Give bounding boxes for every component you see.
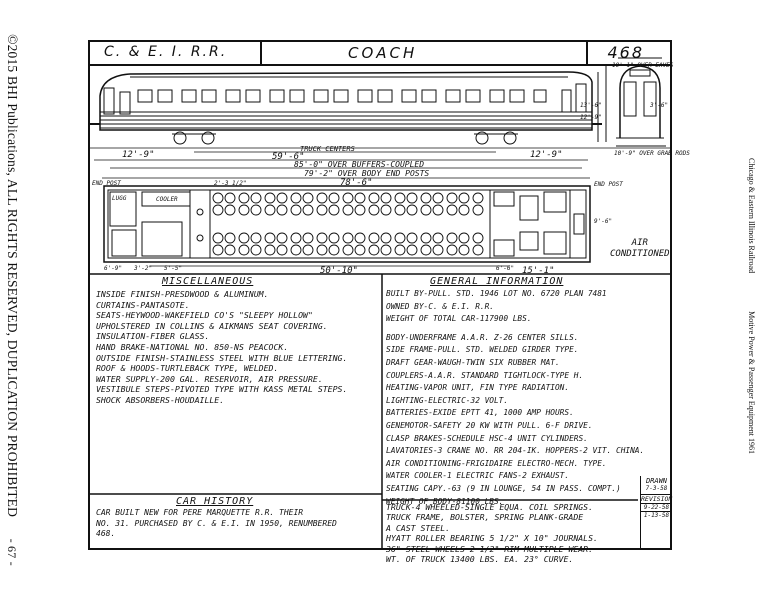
history-title: CAR HISTORY: [176, 496, 254, 507]
dim-over-buffers: 85'-0" OVER BUFFERS-COUPLED: [294, 160, 425, 169]
dim-left-3: 5'-5": [164, 265, 183, 272]
dim-height-3: 3'-6": [650, 102, 669, 109]
page-number: - 67 -: [5, 538, 19, 566]
copyright-text: ©2015 BHI Publications, ALL RIGHTS RESER…: [5, 34, 20, 518]
general-line: GENEMOTOR-SAFETY 20 KW WITH PULL. 6-F DR…: [386, 420, 593, 430]
side-elevation: [90, 71, 602, 145]
general-line: WEIGHT OF BODY-81100 LBS.: [386, 496, 504, 506]
misc-line: VESTIBULE STEPS-PIVOTED TYPE WITH KASS M…: [96, 384, 348, 395]
general-line: OWNED BY-C. & E.I. R.R.: [386, 301, 494, 311]
dim-left-1: 6'-9": [104, 265, 123, 272]
misc-list: INSIDE FINISH-PRESDWOOD & ALUMINUM. CURT…: [96, 289, 347, 406]
misc-line: ROOF & HOODS-TURTLEBACK TYPE, WELDED.: [96, 363, 279, 374]
drawn-date: 7-3-58: [645, 485, 668, 492]
dim-end-post-left: END POST: [92, 180, 121, 187]
air-conditioned-line-2: CONDITIONED: [610, 249, 670, 259]
truck-line: TRUCK FRAME, BOLSTER, SPRING PLANK-GRADE: [386, 512, 584, 523]
revision-label: REVISION: [641, 494, 673, 503]
dim-over-body: 79'-2" OVER BODY END POSTS: [304, 169, 430, 178]
car-number: 468: [607, 43, 644, 62]
dim-truck-centers: 59'-6": [272, 152, 305, 162]
general-line: BODY-UNDERFRAME A.A.R. Z-26 CENTER SILLS…: [386, 332, 579, 342]
misc-line: SEATS-HEYWOOD-WAKEFIELD CO'S "SLEEPY HOL…: [96, 310, 313, 321]
car-diagram-sheet: C. & E. I. R.R. COACH 468: [88, 40, 690, 564]
general-line: WEIGHT OF TOTAL CAR-117900 LBS.: [386, 314, 532, 324]
dim-height-1: 13'-6": [580, 102, 602, 109]
copyright-notice: ©2015 BHI Publications, ALL RIGHTS RESER…: [0, 20, 20, 580]
dim-over-grab-rods: 10'-9" OVER GRAB RODS: [614, 150, 690, 157]
misc-line: INSULATION-FIBER GLASS.: [96, 331, 210, 342]
label-luggage: LUGG: [112, 195, 127, 202]
general-line: LIGHTING-ELECTRIC-32 VOLT.: [386, 395, 509, 405]
general-line: BATTERIES-EXIDE EPTT 41, 1000 AMP HOURS.: [386, 408, 574, 418]
dim-width: 9'-6": [594, 218, 613, 225]
air-conditioned-note: AIR CONDITIONED: [610, 238, 670, 260]
general-line: LAVATORIES-3 CRANE NO. RR 204-IK. HOPPER…: [386, 446, 645, 456]
truck-list: TRUCK-4 WHEELED-SINGLE EQUA. COIL SPRING…: [386, 502, 598, 564]
truck-line: 36" STEEL WHEELS 2 1/2" RIM MULTIPLE WEA…: [386, 543, 594, 554]
dim-inside-length: 78'-6": [340, 178, 373, 188]
truck-line: HYATT ROLLER BEARING 5 1/2" X 10" JOURNA…: [386, 533, 598, 544]
history-list: CAR BUILT NEW FOR PERE MARQUETTE R.R. TH…: [96, 508, 337, 540]
book-title: Motive Power & Passenger Equipment 1961: [747, 311, 756, 454]
misc-line: INSIDE FINISH-PRESDWOOD & ALUMINUM.: [96, 289, 269, 299]
truck-line: A CAST STEEL.: [386, 522, 451, 533]
misc-line: OUTSIDE FINISH-STAINLESS STEEL WITH BLUE…: [96, 352, 348, 363]
history-line: 468.: [96, 529, 116, 539]
dim-end-post-right: END POST: [594, 181, 623, 188]
general-line: SEATING CAPY.-63 (9 IN LOUNGE, 54 IN PAS…: [386, 483, 621, 493]
railroad-name: C. & E. I. R.R.: [104, 44, 228, 60]
railroad-caption: Chicago & Eastern Illinois Railroad: [747, 158, 756, 274]
side-windows: [137, 89, 547, 103]
misc-title: MISCELLANEOUS: [162, 276, 254, 287]
dim-height-2: 12'-9": [580, 114, 602, 121]
general-line: WATER COOLER-1 ELECTRIC FANS-2 EXHAUST.: [386, 471, 570, 481]
misc-line: HAND BRAKE-NATIONAL NO. 850-NS PEACOCK.: [96, 341, 289, 352]
general-line: CLASP BRAKES-SCHEDULE HSC-4 UNIT CYLINDE…: [386, 433, 588, 443]
end-view: [597, 57, 666, 147]
dim-right: 15'-1": [522, 266, 555, 276]
text-block-frames: [90, 273, 670, 548]
dim-vestibule: 6'-6": [496, 265, 515, 272]
misc-line: SHOCK ABSORBERS-HOUDAILLE.: [96, 394, 225, 405]
history-line: CAR BUILT NEW FOR PERE MARQUETTE R.R. TH…: [96, 508, 304, 517]
car-drawing: [90, 57, 670, 548]
revision-2: 1-13-58: [641, 511, 672, 519]
label-cooler: COOLER: [156, 196, 178, 203]
general-line: AIR CONDITIONING-FRIGIDAIRE ELECTRO-MECH…: [386, 458, 607, 468]
title-block: C. & E. I. R.R. COACH 468: [90, 42, 670, 66]
car-type: COACH: [348, 44, 418, 62]
general-line: SIDE FRAME-PULL. STD. WELDED GIRDER TYPE…: [386, 345, 579, 355]
dimension-lines: [90, 147, 670, 267]
general-line: BUILT BY-PULL. STD. 1946 LOT NO. 6720 PL…: [386, 289, 607, 298]
misc-line: UPHOLSTERED IN COLLINS & AIKMANS SEAT CO…: [96, 320, 328, 331]
dim-over-eaves: 10'-1" OVER EAVES: [612, 62, 674, 69]
dim-end-left: 12'-9": [122, 150, 155, 160]
general-line: HEATING-VAPOR UNIT, FIN TYPE RADIATION.: [386, 383, 570, 393]
book-caption: Chicago & Eastern Illinois Railroad Moti…: [744, 26, 756, 586]
truck-line: WT. OF TRUCK 13400 LBS. EA. 23° CURVE.: [386, 554, 574, 565]
drawn-label: DRAWN: [645, 477, 668, 485]
truck-line: TRUCK-4 WHEELED-SINGLE EQUA. COIL SPRING…: [386, 502, 594, 512]
revision-block: DRAWN 7-3-58 REVISION 9-22-58 1-13-58: [640, 476, 672, 548]
dim-left-2: 3'-2": [134, 265, 153, 272]
general-title: GENERAL INFORMATION: [430, 276, 564, 287]
general-line: COUPLERS-A.A.R. STANDARD TIGHTLOCK-TYPE …: [386, 370, 584, 380]
misc-line: CURTAINS-PANTASOTE.: [96, 299, 190, 310]
floor-plan: [103, 185, 591, 263]
revision-1: 9-22-58: [641, 503, 672, 511]
dim-truck-centers-label: TRUCK CENTERS: [300, 145, 355, 153]
dim-seat-pitch: 2'-3 1/2": [214, 180, 247, 187]
air-conditioned-line-1: AIR: [631, 238, 648, 248]
general-line: DRAFT GEAR-WAUGH-TWIN SIX RUBBER MAT.: [386, 357, 560, 367]
history-line: NO. 31. PURCHASED BY C. & E.I. IN 1950, …: [96, 518, 337, 528]
dim-end-right: 12'-9": [530, 150, 563, 160]
dim-floor: 50'-10": [320, 266, 358, 276]
seat-rows: [212, 192, 484, 256]
misc-line: WATER SUPPLY-200 GAL. RESERVOIR, AIR PRE…: [96, 373, 323, 384]
general-list: BUILT BY-PULL. STD. 1946 LOT NO. 6720 PL…: [386, 288, 644, 508]
